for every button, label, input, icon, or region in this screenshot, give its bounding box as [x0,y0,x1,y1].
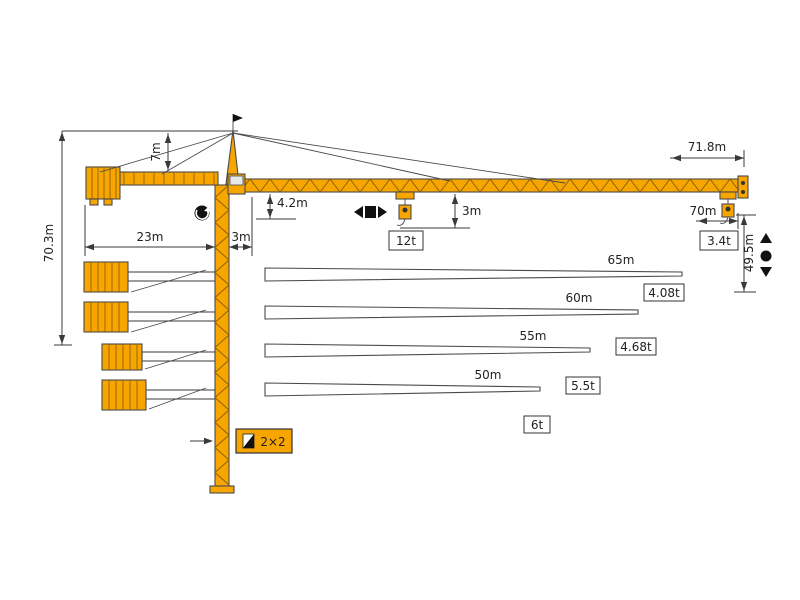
tip-load-label: 3.4t [707,234,731,248]
jib-variant-length: 60m [566,291,593,305]
jib-variant-capacity: 6t [531,418,544,432]
dim-rear-clearance-label: 3m [231,230,250,244]
counterweight-row [101,379,216,411]
dim-jib-depth: 4.2m [256,194,308,220]
hoisting-icon [760,233,772,277]
dim-counter-jib-label: 23m [137,230,164,244]
jib-variant-length: 55m [520,329,547,343]
dim-hook-height: 49.5m [734,214,756,293]
counterweight-block [85,166,121,200]
capacity-box [565,376,601,395]
dim-max-span: 71.8m [670,140,745,167]
dim-hook-height-label: 49.5m [742,234,756,272]
counterweight-row [101,343,216,371]
jib-variant-capacity: 4.08t [648,286,680,300]
dim-total-height: 70.3m [42,130,238,346]
counterweight-configs [83,261,216,411]
capacity-box [643,283,685,302]
dim-hook-clearance: 3m [400,194,481,229]
jib-variant-capacity: 5.5t [571,379,595,393]
jib-profile-55m [264,343,591,358]
dim-tip-radius-label: 70m [690,204,717,218]
tip-load-box [699,230,739,251]
dim-tip-radius: 70m [690,204,739,229]
dim-total-height-label: 70.3m [42,224,56,262]
counterweight-row [83,301,216,333]
jib-length-variants: 65m 4.08t 60m 4.68t 55m 5.5t 50m 6t [264,253,685,434]
dim-hook-clearance-label: 3m [462,204,481,218]
crane-structure [85,114,749,494]
max-load-label: 12t [396,234,416,248]
mast-section-callout: 2×2 [190,428,293,454]
trolley-hook [395,191,415,226]
capacity-box [523,415,551,434]
slewing-icon [194,205,211,221]
jib-variant-length: 50m [475,368,502,382]
cab-window [229,175,244,186]
jib-profile-65m [264,267,683,282]
jib-tip-hook [719,175,749,224]
tower-base [209,485,235,494]
jib-variant-length: 65m [608,253,635,267]
apex-flag-icon [233,114,243,122]
mast-section-label: 2×2 [260,435,285,449]
jib-variant-capacity: 4.68t [620,340,652,354]
motion-symbols [194,205,772,277]
load-labels: 12t 3.4t [388,230,739,251]
dim-apex-height-label: 7m [149,142,163,161]
dim-max-span-label: 71.8m [688,140,726,154]
dim-jib-depth-label: 4.2m [277,196,308,210]
capacity-box [615,337,657,356]
jib-profile-50m [264,382,541,397]
jib-profile-60m [264,305,639,320]
trolley-travel-icon [354,206,387,218]
counterweight-row [83,261,216,293]
max-load-box [388,230,424,251]
